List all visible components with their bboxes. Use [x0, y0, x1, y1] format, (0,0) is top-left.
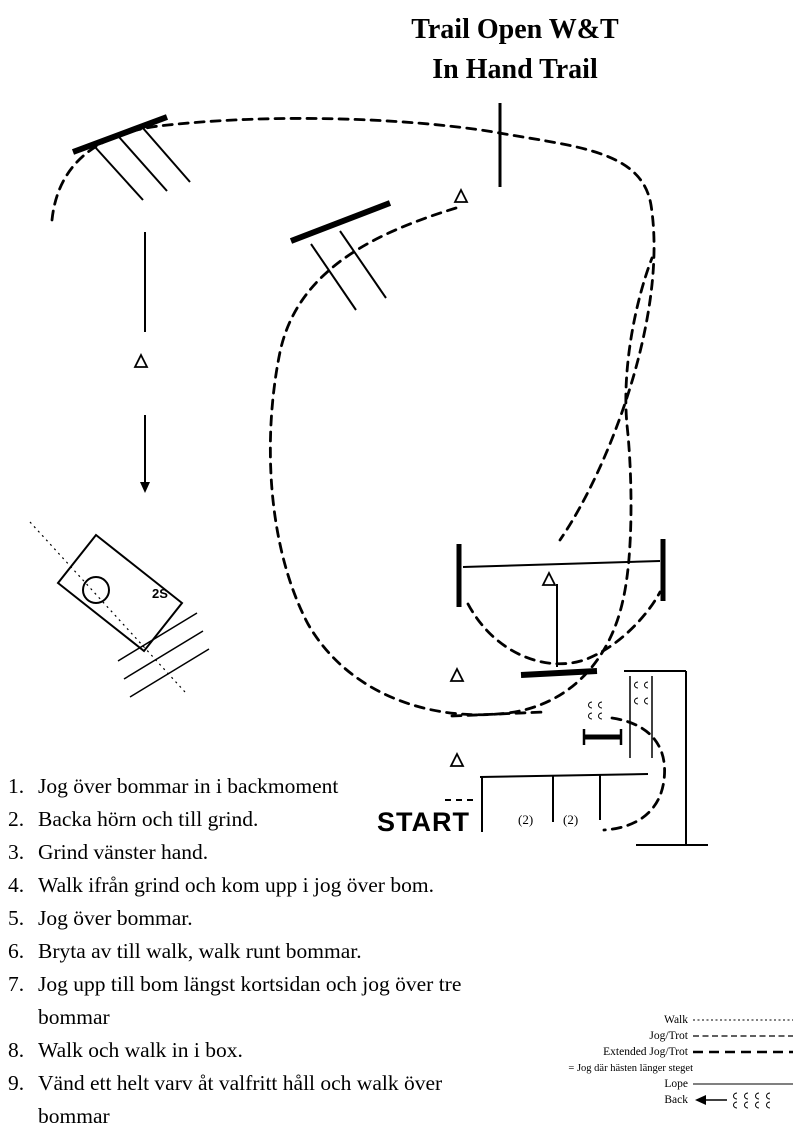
fan2-pole	[339, 230, 387, 299]
instruction-text: Walk och walk in i box.	[38, 1038, 243, 1062]
cone-marker	[449, 751, 465, 767]
instruction-text: Vänd ett helt varv åt valfritt håll och …	[38, 1071, 443, 1128]
left-arrow-head	[140, 482, 150, 493]
cone-marker	[541, 570, 557, 586]
legend-row-back: Back	[565, 1092, 795, 1109]
obstacle-fan-middle	[289, 200, 392, 311]
instruction-item: 6. Bryta av till walk, walk runt bommar.	[8, 935, 500, 968]
instruction-text: Walk ifrån grind och kom upp i jog över …	[38, 873, 434, 897]
instruction-item: 4. Walk ifrån grind och kom upp i jog öve…	[8, 869, 500, 902]
legend-note: = Jog där hästen länger steget	[568, 1062, 693, 1074]
instruction-item: 9. Vänd ett helt varv åt valfritt håll oc…	[8, 1067, 500, 1133]
instruction-item: 2. Backa hörn och till grind.	[8, 803, 500, 836]
instruction-list: 1. Jog över bommar in i backmoment 2. Back…	[8, 770, 500, 1133]
instruction-item: 7. Jog upp till bom längst kortsidan och …	[8, 968, 500, 1034]
pole-spacing-label: (2)	[518, 812, 533, 827]
legend-label-back: Back	[664, 1094, 688, 1106]
instruction-text: Bryta av till walk, walk runt bommar.	[38, 939, 362, 963]
legend-row-note: = Jog där hästen länger steget	[565, 1060, 795, 1076]
path-bottom-straight	[450, 710, 546, 718]
jog-line-sample	[693, 1035, 793, 1037]
instruction-item: 5. Jog över bommar.	[8, 902, 500, 935]
path-to-start-area	[602, 716, 666, 832]
legend-label-extended-jog: Extended Jog/Trot	[603, 1046, 688, 1058]
walkover-top-pole	[462, 560, 661, 568]
instruction-text: Jog över bommar in i backmoment	[38, 774, 339, 798]
path-big-loop	[268, 206, 654, 717]
instruction-number: 8.	[8, 1038, 25, 1062]
legend-row-lope: Lope	[565, 1076, 795, 1092]
instruction-item: 3. Grind vänster hand.	[8, 836, 500, 869]
instruction-item: 1. Jog över bommar in i backmoment	[8, 770, 500, 803]
instruction-item: 8. Walk och walk in i box.	[8, 1034, 500, 1067]
bottom-poles-rail	[479, 773, 649, 778]
instruction-number: 4.	[8, 873, 25, 897]
cone-markers	[133, 187, 557, 767]
fan1-pole	[118, 136, 168, 192]
instruction-text: Jog över bommar.	[38, 906, 193, 930]
instruction-number: 1.	[8, 774, 25, 798]
back-symbol-sample	[695, 1092, 771, 1109]
legend-label-jog: Jog/Trot	[649, 1030, 688, 1042]
gate-label: 2S	[152, 586, 168, 601]
gate-pole	[129, 648, 210, 698]
legend-row-jog: Jog/Trot	[565, 1028, 795, 1044]
pole-spacing-label: (2)	[563, 812, 578, 827]
lope-line-sample	[693, 1083, 793, 1085]
cone-marker	[453, 187, 469, 203]
obstacle-fan-top-left	[71, 114, 191, 201]
page-title: Trail Open W&T In Hand Trail	[230, 10, 800, 90]
instruction-number: 9.	[8, 1071, 25, 1095]
fan1-pole	[94, 146, 144, 201]
obstacle-box-corner	[582, 670, 708, 846]
gait-legend: Walk Jog/Trot Extended Jog/Trot = Jog dä…	[565, 1012, 795, 1109]
course-diagram: 2S	[29, 103, 708, 846]
legend-row-extended-jog: Extended Jog/Trot	[565, 1044, 795, 1060]
legend-label-walk: Walk	[664, 1014, 688, 1026]
title-line-2: In Hand Trail	[432, 54, 598, 85]
title-line-1: Trail Open W&T	[411, 14, 619, 45]
instruction-number: 5.	[8, 906, 25, 930]
fan2-bar	[289, 200, 392, 244]
instruction-number: 2.	[8, 807, 25, 831]
gate-hinge-circle	[82, 576, 110, 604]
instruction-number: 7.	[8, 972, 25, 996]
walk-line-sample	[693, 1019, 793, 1021]
back-marks	[588, 681, 649, 720]
gate-pole	[117, 612, 198, 662]
instruction-text: Jog upp till bom längst kortsidan och jo…	[38, 972, 462, 1029]
instruction-text: Backa hörn och till grind.	[38, 807, 259, 831]
obstacle-walkover-middle	[456, 539, 666, 678]
walkover-bottom-bar	[520, 668, 598, 678]
cone-marker	[449, 666, 465, 682]
fan2-pole	[310, 243, 357, 311]
obstacle-bottom-poles	[445, 773, 649, 832]
obstacle-gate	[29, 521, 210, 698]
course-path-dashed	[50, 117, 666, 832]
legend-label-lope: Lope	[664, 1078, 688, 1090]
legend-row-walk: Walk	[565, 1012, 795, 1028]
instruction-number: 3.	[8, 840, 25, 864]
instruction-text: Grind vänster hand.	[38, 840, 209, 864]
path-under-walkover	[466, 590, 662, 666]
instruction-number: 6.	[8, 939, 25, 963]
fan1-bar	[71, 114, 169, 155]
fan1-pole	[141, 126, 191, 183]
gate-pole	[123, 630, 204, 680]
path-top-sweep	[50, 117, 656, 542]
gate-dotted-line	[29, 521, 186, 693]
extended-jog-line-sample	[693, 1050, 793, 1054]
start-label: START	[377, 807, 470, 837]
obstacle-left-pole-arrow	[140, 232, 150, 493]
cone-marker	[133, 352, 149, 368]
